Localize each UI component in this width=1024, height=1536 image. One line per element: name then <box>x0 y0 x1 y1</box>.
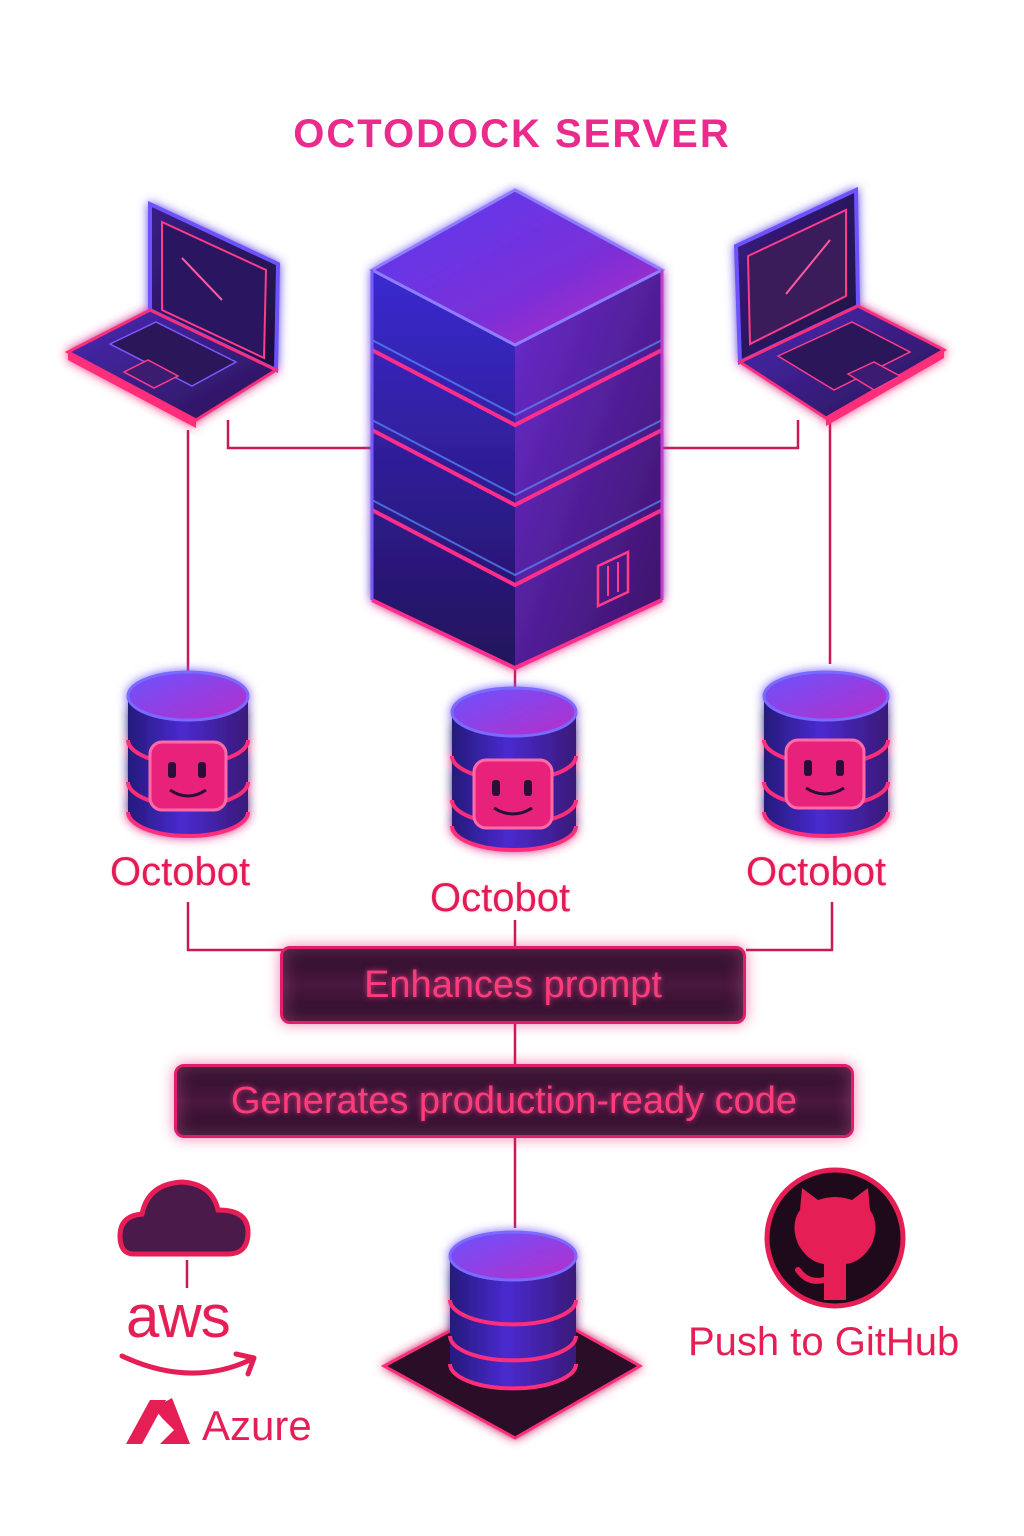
aws-smile-icon <box>119 1351 257 1377</box>
octobot-label-right: Octobot <box>746 850 887 894</box>
step-generates-code: Generates production-ready code <box>174 1064 854 1138</box>
github-label: Push to GitHub <box>688 1320 960 1364</box>
server-icon <box>368 188 666 671</box>
aws-label: aws <box>126 1283 231 1350</box>
connector-lines <box>185 420 834 1288</box>
diagram-title: OCTODOCK SERVER <box>293 112 731 156</box>
cloud-icon <box>117 1179 251 1257</box>
database-icon <box>380 1230 644 1440</box>
azure-icon <box>126 1398 190 1444</box>
step-enhances-prompt: Enhances prompt <box>280 946 746 1024</box>
database-icon <box>126 670 250 838</box>
laptop-icon <box>64 200 281 428</box>
github-icon <box>764 1167 906 1309</box>
azure-label: Azure <box>202 1402 312 1449</box>
octobot-label-left: Octobot <box>110 850 251 894</box>
database-icon <box>762 670 890 838</box>
laptop-icon <box>733 186 948 426</box>
octobot-label-middle: Octobot <box>430 876 571 920</box>
database-icon <box>450 686 578 852</box>
